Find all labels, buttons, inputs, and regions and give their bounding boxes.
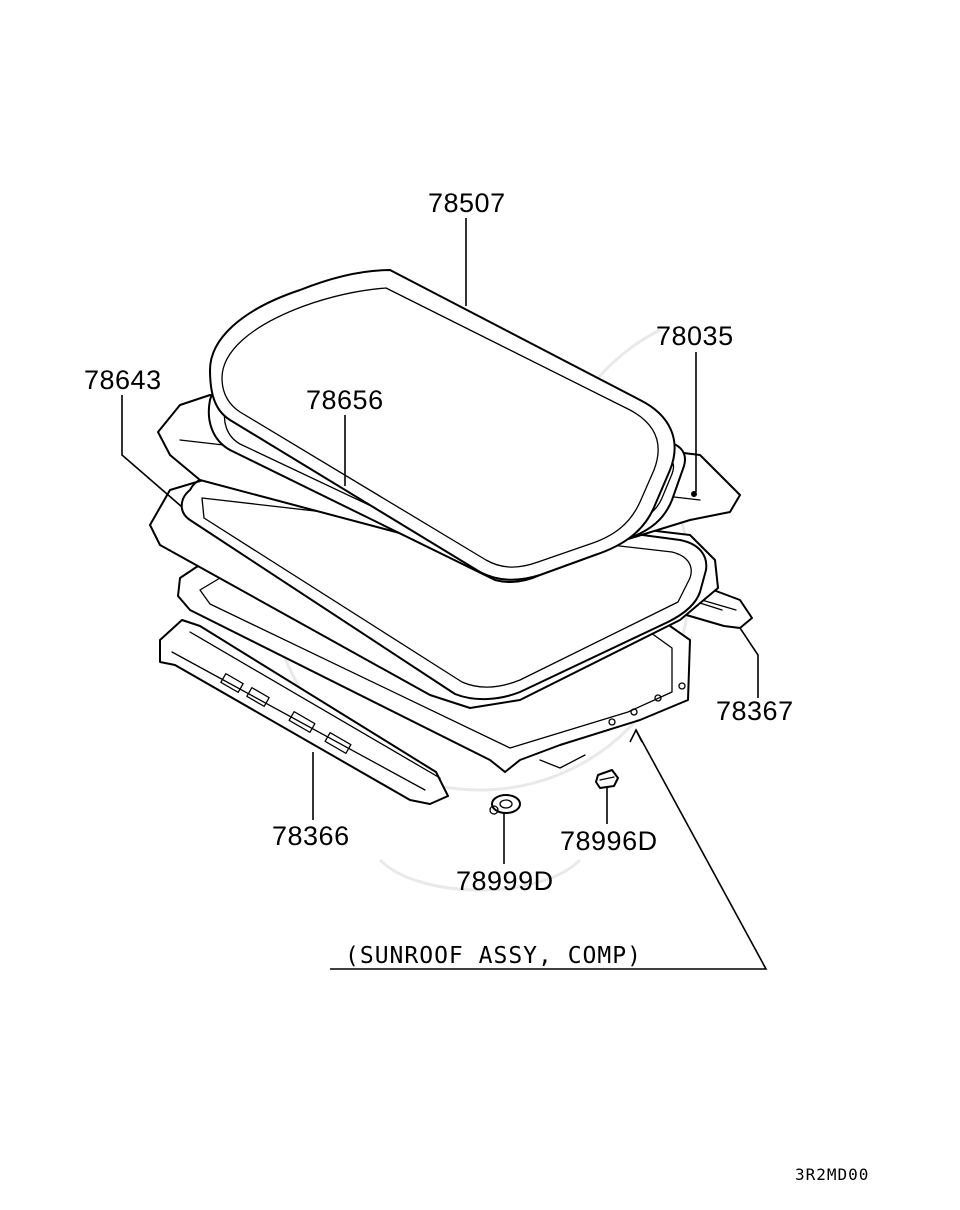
label-78996D: 78996D bbox=[560, 826, 658, 856]
leader-assembly bbox=[330, 729, 768, 970]
label-78507: 78507 bbox=[428, 188, 506, 218]
label-78035: 78035 bbox=[656, 321, 734, 351]
label-78367: 78367 bbox=[716, 696, 794, 726]
assembly-caption: (SUNROOF ASSY, COMP) bbox=[345, 943, 642, 969]
leader-lines bbox=[121, 218, 768, 970]
label-78656: 78656 bbox=[306, 385, 384, 415]
part-78999D-nut[interactable] bbox=[489, 794, 521, 815]
part-78366-deflector[interactable] bbox=[159, 619, 449, 805]
drawing-code: 3R2MD00 bbox=[795, 1165, 869, 1184]
leader-78367 bbox=[739, 627, 759, 698]
leader-assembly-arrow bbox=[629, 728, 643, 743]
leader-78643 bbox=[121, 395, 183, 508]
part-78996D-clip[interactable] bbox=[595, 769, 619, 789]
label-78999D: 78999D bbox=[456, 866, 554, 896]
label-78366: 78366 bbox=[272, 821, 350, 851]
label-78643: 78643 bbox=[84, 365, 162, 395]
part-78507-glass-panel[interactable] bbox=[209, 269, 676, 581]
